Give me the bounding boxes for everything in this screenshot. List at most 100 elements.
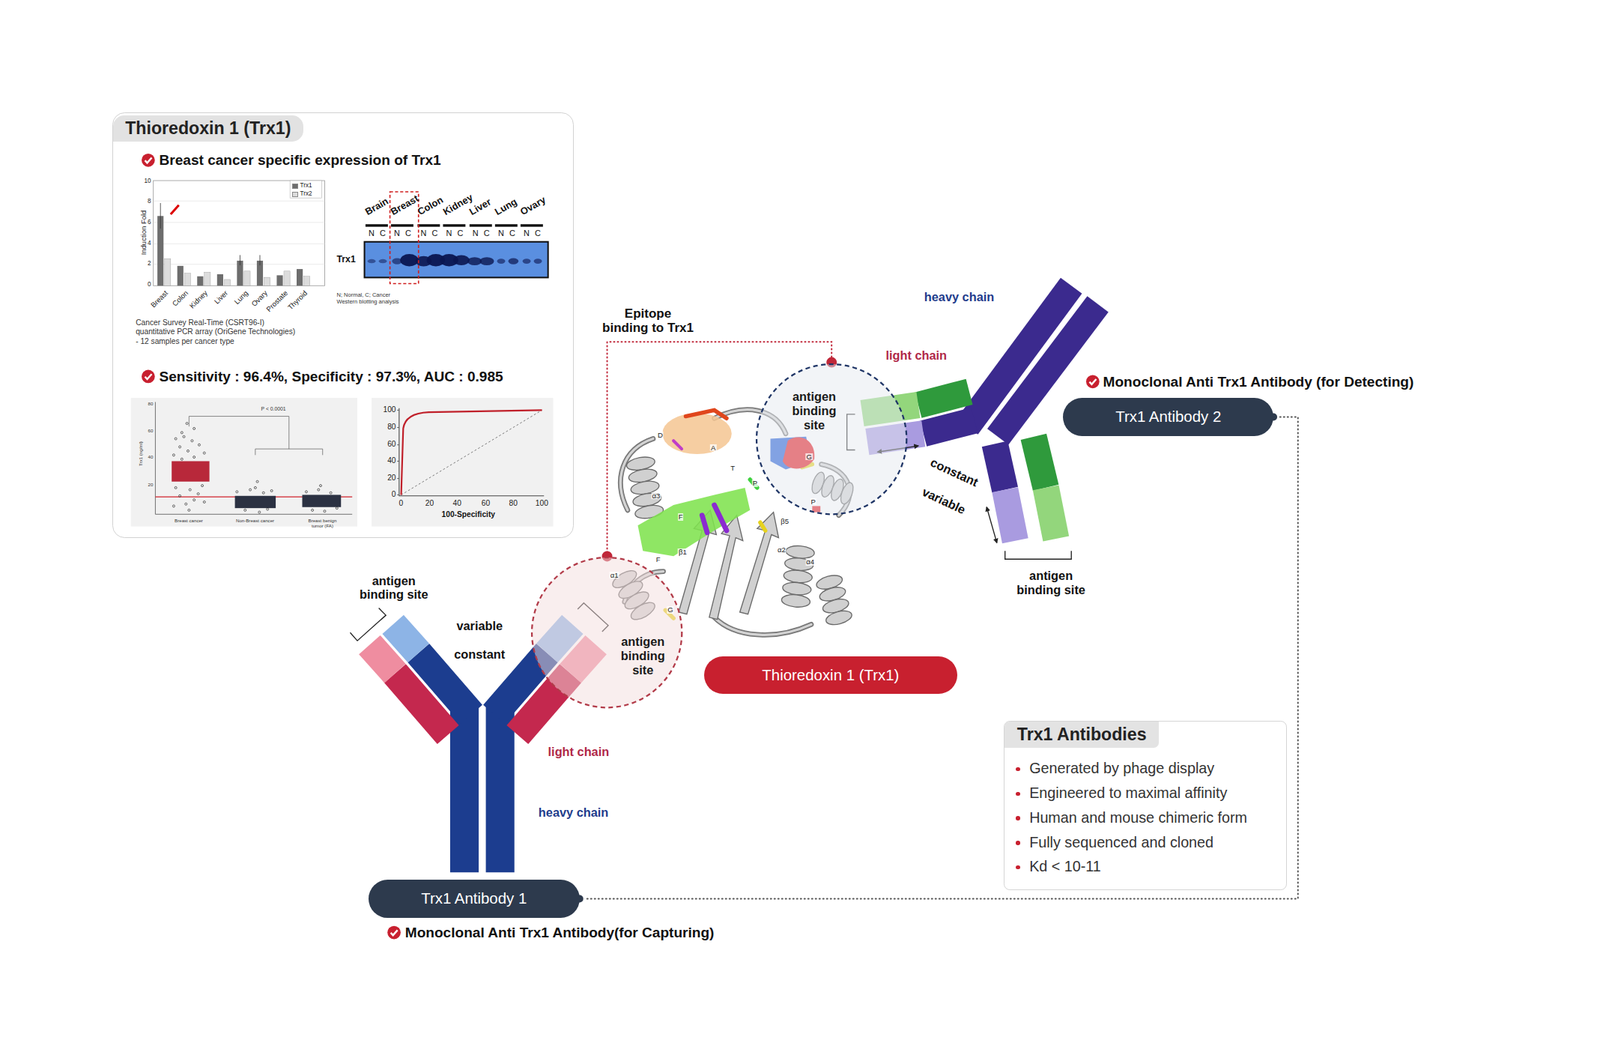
text-label: N [368, 228, 375, 239]
text-label: light chain [548, 744, 610, 759]
text-label: Lung [232, 289, 251, 307]
bar-chart-part-part [153, 243, 326, 245]
legend-swatch [292, 191, 299, 198]
panel-ground [112, 112, 574, 538]
scatter-plot-part-part [174, 437, 177, 440]
bullet-item: Generated by phage display [1029, 759, 1215, 777]
bullet-dot [1015, 767, 1020, 771]
structure-label: P [752, 479, 759, 487]
text-label: 60 [387, 439, 396, 449]
text-label: Liver [212, 289, 230, 306]
detection-antibody-part-part [1005, 489, 1016, 541]
trx1-protein-structure-part-part [714, 617, 812, 636]
trx1-protein-structure-part-part [625, 454, 665, 520]
western-blot-part-part [534, 258, 543, 264]
scatter-plot-part-part [201, 484, 204, 487]
text-label: Prostate [265, 289, 290, 314]
trx1-protein-structure-part-part-part [783, 569, 813, 585]
bar-chart-part-part [276, 274, 283, 286]
trx1-protein-structure-part-part-part [781, 593, 811, 609]
trx1-protein-structure-part-part [740, 512, 780, 615]
bar-chart-part-part [177, 265, 184, 286]
text-label: 100 [383, 405, 397, 415]
bar-chart-part-part [259, 254, 260, 266]
bullet-dot [1015, 815, 1020, 820]
text-label: Breast [149, 289, 171, 310]
scatter-plot-part-part [262, 491, 265, 494]
bar-chart-part-part [204, 271, 211, 286]
text-label: Cancer Survey Real-Time (CSRT96-I) [135, 318, 265, 328]
dashed-circle [531, 557, 682, 708]
text-label: variable [456, 618, 503, 633]
trx1-protein-structure-part-part [760, 522, 766, 531]
roc-curve [371, 397, 553, 527]
structure-label: α4 [805, 558, 815, 566]
scatter-plot-part-part [249, 488, 252, 491]
text-label: Monoclonal Anti Trx1 Antibody (for Detec… [1103, 373, 1415, 391]
text-label: C [509, 228, 516, 239]
scatter-plot-part-part [244, 508, 247, 511]
capture-antibody-part-part [394, 673, 448, 735]
bullet-item: Fully sequenced and cloned [1029, 833, 1214, 851]
pill-node: Trx1 Antibody 1 [368, 879, 580, 917]
scatter-plot-part-part [304, 490, 308, 493]
scatter-plot-part-part [258, 510, 261, 514]
text-label: antigen binding site [356, 573, 431, 603]
text-label: 4 [147, 239, 152, 247]
structure-label: α1 [609, 571, 620, 580]
text-label: 0 [147, 280, 152, 288]
scatter-plot-part-part [270, 489, 273, 492]
bar-chart-part-part [164, 258, 171, 286]
structure-label: A [710, 444, 717, 452]
legend-swatch [292, 183, 299, 189]
text-label: N [445, 228, 452, 239]
text-label: 60 [148, 427, 154, 433]
bar-chart-part-part [296, 268, 303, 286]
scatter-plot-part-part [188, 488, 192, 491]
scatter-plot-part [155, 402, 353, 515]
text-label: C [534, 228, 541, 239]
binding-site-label: antigen binding site [616, 634, 669, 677]
western-blot-part-part [379, 259, 388, 263]
text-label: heavy chain [538, 805, 609, 820]
text-label: C [405, 228, 412, 239]
capture-antibody-part-part [486, 704, 515, 873]
western-blot [364, 191, 549, 284]
text-label: 20 [387, 473, 396, 483]
text-label: 40 [387, 456, 396, 466]
western-blot-part-part [365, 223, 389, 227]
text-label: N [498, 228, 505, 239]
western-blot-part [365, 223, 544, 227]
scatter-plot-part-part [188, 508, 191, 511]
circle-outline [755, 362, 908, 516]
text-label: Colon [415, 194, 445, 218]
western-blot-part-part [479, 256, 494, 266]
roc-curve-part-part [397, 426, 400, 428]
text-label: C [379, 228, 386, 239]
text-label: Thyroid [286, 289, 310, 312]
binding-site-circle: antigen binding site [755, 362, 908, 516]
pill-node: Thioredoxin 1 (Trx1) [704, 656, 958, 694]
roc-curve-part [399, 408, 544, 496]
bar-chart-part-part [184, 273, 191, 287]
scatter-plot-part-part [191, 439, 194, 442]
western-blot-part [364, 241, 549, 278]
scatter-plot-part-part [174, 486, 177, 489]
detection-antibody-part-part [1045, 487, 1057, 539]
text-label: N [523, 228, 530, 239]
bar-chart-part [160, 202, 260, 266]
text-label: C [431, 228, 438, 239]
text-label: 2 [147, 259, 152, 267]
check-icon-part [141, 370, 156, 384]
scatter-plot-part-part [179, 494, 182, 497]
text-label: 60 [481, 498, 490, 508]
structure-label: P [810, 498, 817, 506]
roc-curve-part-part [397, 494, 400, 496]
text-label: Trx1 [337, 253, 356, 265]
check-icon-part [1086, 374, 1100, 389]
check-icon-part [141, 153, 156, 168]
structure-label: β1 [677, 548, 688, 556]
bullet-item: Engineered to maximal affinity [1029, 784, 1227, 802]
